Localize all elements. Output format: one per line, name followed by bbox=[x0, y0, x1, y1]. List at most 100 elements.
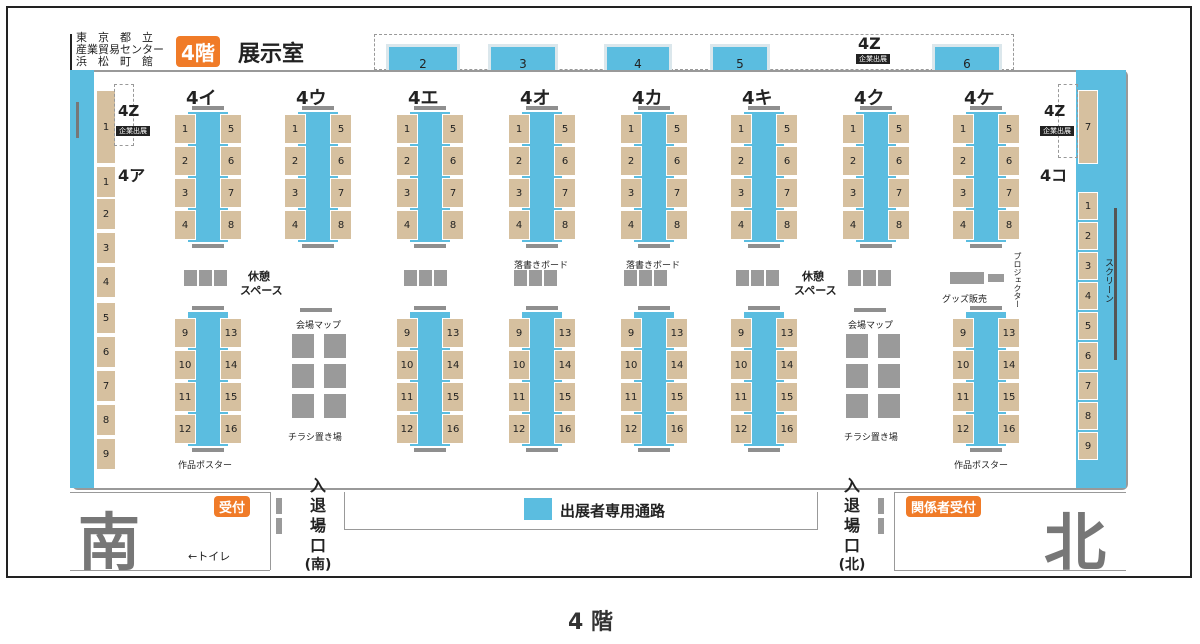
east-booth: 6 bbox=[1078, 342, 1098, 370]
east-booth: 1 bbox=[1078, 192, 1098, 220]
flyer-rack bbox=[878, 394, 900, 418]
zone-4ko: 4コ bbox=[1040, 166, 1068, 185]
north-lobby-side bbox=[894, 492, 895, 570]
east-booth: 7 bbox=[1078, 90, 1098, 164]
zone-4z-east: 4Z bbox=[1044, 102, 1066, 120]
booth: 12 bbox=[396, 414, 418, 444]
passage-legend-swatch bbox=[524, 498, 552, 520]
west-booth: 8 bbox=[96, 404, 116, 436]
goods-table bbox=[950, 272, 984, 284]
projector-label: プロジェクター bbox=[1013, 252, 1022, 308]
flyer-rack bbox=[292, 334, 314, 358]
booth: 1 bbox=[284, 114, 306, 144]
table-end-top bbox=[970, 306, 1002, 310]
north-lobby-top bbox=[894, 492, 1126, 493]
booth: 7 bbox=[442, 178, 464, 208]
table-end-top bbox=[526, 106, 558, 110]
floor-badge: 4階 bbox=[176, 36, 220, 67]
table-end-bottom bbox=[526, 448, 558, 452]
booth: 5 bbox=[888, 114, 910, 144]
bench bbox=[751, 270, 764, 286]
booth: 12 bbox=[174, 414, 196, 444]
entrance-north-char-1: 入 bbox=[843, 476, 860, 495]
toilet-label: ←トイレ bbox=[188, 550, 231, 563]
booth: 6 bbox=[554, 146, 576, 176]
exhibitor-badge-top: 企業出展 bbox=[856, 54, 890, 64]
table-end-top bbox=[860, 106, 892, 110]
booth: 3 bbox=[730, 178, 752, 208]
booth: 5 bbox=[442, 114, 464, 144]
booth: 2 bbox=[508, 146, 530, 176]
zone-label: 4ク bbox=[854, 88, 885, 109]
note-board-ka: 落書きボード bbox=[626, 261, 681, 271]
booth: 9 bbox=[952, 318, 974, 348]
booth: 2 bbox=[842, 146, 864, 176]
west-booth: 3 bbox=[96, 232, 116, 264]
booth: 6 bbox=[442, 146, 464, 176]
booth: 16 bbox=[666, 414, 688, 444]
east-booth: 5 bbox=[1078, 312, 1098, 340]
entrance-south[interactable]: 入 退 場 口 (南) bbox=[298, 476, 338, 574]
flyer-rack bbox=[292, 364, 314, 388]
booth: 16 bbox=[776, 414, 798, 444]
east-booth: 4 bbox=[1078, 282, 1098, 310]
booth: 8 bbox=[554, 210, 576, 240]
booth: 6 bbox=[330, 146, 352, 176]
west-booth: 5 bbox=[96, 302, 116, 334]
zone-label: 4ケ bbox=[964, 88, 995, 109]
booth: 10 bbox=[396, 350, 418, 380]
booth: 13 bbox=[442, 318, 464, 348]
booth: 2 bbox=[284, 146, 306, 176]
zone-label: 4エ bbox=[408, 88, 439, 109]
table-end-bottom bbox=[192, 244, 224, 248]
booth: 13 bbox=[998, 318, 1020, 348]
flyer-rack bbox=[292, 394, 314, 418]
booth: 10 bbox=[952, 350, 974, 380]
flyer-area-west: チラシ置き場 bbox=[288, 433, 342, 443]
booth: 1 bbox=[174, 114, 196, 144]
entrance-south-char-4: 口 bbox=[309, 536, 326, 555]
booth: 5 bbox=[220, 114, 242, 144]
booth: 8 bbox=[998, 210, 1020, 240]
goods-sale-label: グッズ販売 bbox=[942, 295, 988, 305]
table-end-bottom bbox=[970, 448, 1002, 452]
table-end-top bbox=[414, 106, 446, 110]
booth: 12 bbox=[952, 414, 974, 444]
south-lobby-top bbox=[70, 492, 270, 493]
booth: 9 bbox=[620, 318, 642, 348]
west-booth: 2 bbox=[96, 198, 116, 230]
booth: 7 bbox=[220, 178, 242, 208]
exhibitor-badge-east: 企業出展 bbox=[1040, 126, 1074, 136]
east-booth: 9 bbox=[1078, 432, 1098, 460]
venue-map-board-east bbox=[854, 308, 886, 312]
booth: 4 bbox=[730, 210, 752, 240]
west-booth: 4 bbox=[96, 266, 116, 298]
booth: 5 bbox=[998, 114, 1020, 144]
booth: 11 bbox=[396, 382, 418, 412]
top-booth-2: 2 bbox=[386, 44, 460, 74]
booth: 14 bbox=[998, 350, 1020, 380]
floor-map: 東 京 都 立 産業貿易センター 浜 松 町 館 4階 展示室 2 3 4 5 … bbox=[6, 6, 1192, 579]
west-passage-tick bbox=[76, 102, 79, 138]
table-end-bottom bbox=[970, 244, 1002, 248]
booth: 4 bbox=[952, 210, 974, 240]
top-booth-6: 6 bbox=[932, 44, 1002, 74]
screen-bar bbox=[1114, 208, 1117, 360]
booth: 2 bbox=[396, 146, 418, 176]
booth: 11 bbox=[620, 382, 642, 412]
booth: 6 bbox=[998, 146, 1020, 176]
table-end-top bbox=[748, 106, 780, 110]
booth: 16 bbox=[998, 414, 1020, 444]
booth: 3 bbox=[396, 178, 418, 208]
booth: 6 bbox=[776, 146, 798, 176]
table-end-top bbox=[748, 306, 780, 310]
table-end-bottom bbox=[414, 244, 446, 248]
east-booth: 8 bbox=[1078, 402, 1098, 430]
booth: 3 bbox=[174, 178, 196, 208]
booth: 3 bbox=[284, 178, 306, 208]
booth: 14 bbox=[554, 350, 576, 380]
booth: 4 bbox=[508, 210, 530, 240]
booth: 3 bbox=[842, 178, 864, 208]
entrance-north[interactable]: 入 退 場 口 (北) bbox=[832, 476, 872, 574]
west-booth: 1 bbox=[96, 90, 116, 164]
